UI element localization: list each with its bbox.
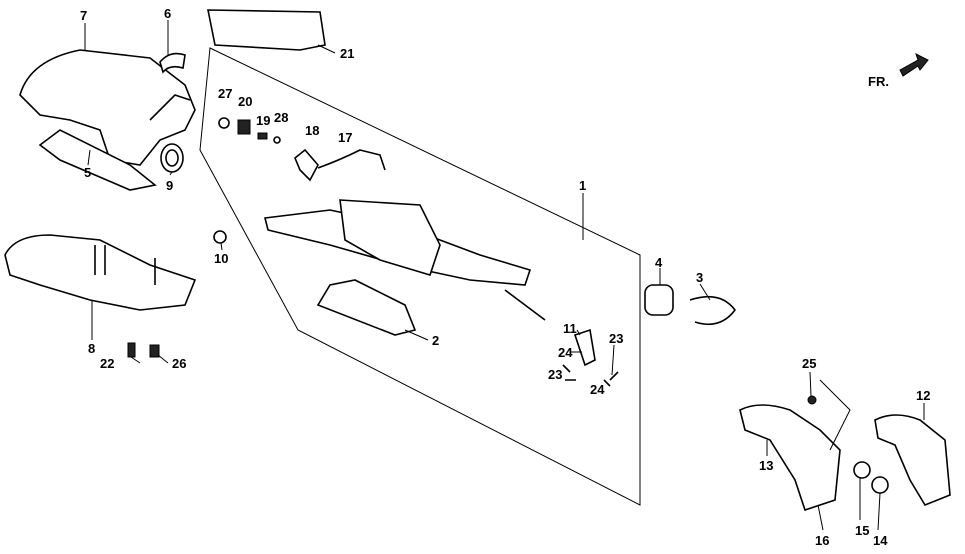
bracket-21 [207,9,326,51]
callout-13: 13 [759,458,773,473]
callout-14: 14 [873,533,888,548]
bracket-2 [316,279,417,336]
callout-17: 17 [338,130,352,145]
callout-11: 11 [563,321,577,336]
callout-3: 3 [696,270,703,285]
bracket-18 [294,148,319,182]
screw-25 [807,395,817,405]
bolts [562,364,619,387]
callout-21: 21 [340,46,354,61]
front-indicator-label: FR. [868,74,889,89]
cover-detail [149,94,191,121]
callout-10: 10 [214,251,228,266]
screw-26 [149,344,160,358]
callout-22: 22 [100,356,114,371]
callout-19: 19 [256,113,270,128]
ball-28 [273,136,281,144]
cover-posts [94,245,156,285]
bushing-4 [644,284,674,316]
clip-6 [159,52,186,74]
callout-8: 8 [88,341,95,356]
callout-23-a: 23 [609,331,623,346]
callout-6: 6 [164,6,171,21]
callout-28: 28 [274,110,288,125]
callout-7: 7 [80,8,87,23]
nut-10 [213,230,227,244]
callout-1: 1 [579,178,586,193]
assembly-boundary [199,47,641,506]
clamp-3 [689,295,736,326]
callout-2: 2 [432,333,439,348]
bracket-5 [38,129,157,191]
callout-26: 26 [172,356,186,371]
spring-20 [237,119,251,135]
callout-18: 18 [305,123,319,138]
callout-24-a: 24 [558,345,573,360]
callout-24-b: 24 [590,382,605,397]
cover-12 [874,414,951,506]
cover-13-16 [739,404,841,512]
screw-22 [127,342,136,358]
callout-12: 12 [916,388,930,403]
callout-27: 27 [218,86,232,101]
callout-5: 5 [84,165,91,180]
callout-25: 25 [802,356,816,371]
bracket-11 [573,328,596,367]
callout-16: 16 [815,533,829,548]
front-arrow-icon [899,53,929,77]
cable [504,289,546,321]
callout-4: 4 [655,255,663,270]
callout-23-b: 23 [548,367,562,382]
column-housing [339,199,441,276]
ring-14 [871,476,889,494]
callout-20: 20 [238,94,252,109]
callout-15: 15 [855,523,869,538]
lower-column-cover [4,234,197,311]
callout-9: 9 [166,178,173,193]
ring-15 [853,461,871,479]
pin-19 [257,132,268,140]
nut-27 [218,117,230,129]
leader-lines [84,20,925,531]
ring-9 [160,143,184,173]
ring-9-inner [165,149,179,167]
wire-17 [317,149,386,171]
